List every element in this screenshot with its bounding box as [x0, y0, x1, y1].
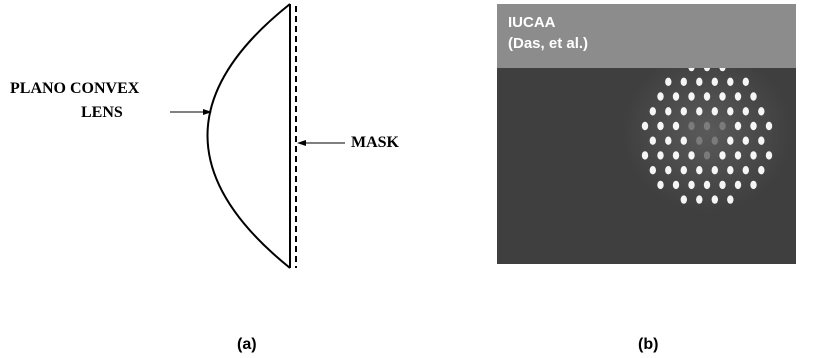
caption-b: (b) — [638, 336, 659, 353]
light-spot — [657, 151, 664, 160]
light-spot — [727, 195, 734, 204]
light-spot — [649, 166, 656, 175]
light-spot — [696, 107, 703, 116]
spot-glow — [622, 52, 792, 212]
light-spot — [672, 121, 680, 131]
light-spot — [680, 77, 687, 87]
photo-header-band — [497, 4, 796, 68]
light-spot — [711, 166, 718, 175]
light-spot — [696, 166, 703, 175]
light-spot — [672, 151, 680, 160]
mask-label: MASK — [351, 134, 399, 151]
light-spot — [711, 77, 718, 87]
light-spot — [657, 180, 664, 190]
light-spot — [703, 92, 711, 101]
light-spot — [672, 180, 680, 190]
light-spot — [711, 107, 718, 116]
light-spot — [758, 136, 765, 145]
light-spot — [719, 92, 726, 101]
light-spot — [688, 92, 695, 101]
light-spot — [696, 195, 703, 204]
light-spot — [719, 180, 726, 190]
lens-label-line1: PLANO CONVEX — [10, 80, 140, 97]
light-spot — [711, 195, 718, 204]
light-spot — [750, 151, 757, 160]
light-spot — [734, 151, 742, 160]
light-spot — [750, 180, 757, 190]
spot-pattern-image — [622, 52, 792, 212]
caption-a: (a) — [237, 336, 257, 353]
light-spot — [711, 136, 718, 145]
light-spot — [680, 136, 687, 145]
light-spot — [765, 121, 773, 131]
photo-credit: IUCAA (Das, et al.) — [508, 12, 588, 54]
light-spot — [750, 92, 757, 101]
light-spot — [688, 180, 695, 190]
light-spot — [657, 121, 664, 131]
lens-arrowhead — [203, 109, 212, 115]
light-spot — [727, 136, 734, 145]
lens-mask-diagram — [170, 3, 345, 269]
light-spot — [765, 151, 773, 160]
light-spot — [703, 121, 711, 131]
light-spot — [696, 77, 703, 87]
photo-credit-line1: IUCAA — [508, 14, 556, 31]
light-spot — [641, 121, 649, 131]
light-spot — [649, 136, 656, 145]
light-spot — [641, 151, 649, 160]
light-spot — [727, 107, 734, 116]
light-spot — [649, 107, 656, 116]
light-spot — [696, 136, 703, 145]
light-spot — [758, 107, 765, 116]
spot-grid — [641, 62, 773, 204]
light-spot — [680, 166, 687, 175]
light-spot — [734, 121, 742, 131]
spot-pattern-photo: IUCAA (Das, et al.) — [497, 4, 796, 264]
light-spot — [758, 166, 765, 175]
light-spot — [727, 77, 734, 87]
lens-convex-surface — [206, 3, 291, 269]
light-spot — [742, 166, 749, 175]
light-spot — [665, 107, 672, 116]
light-spot — [742, 136, 749, 145]
light-spot — [672, 92, 680, 101]
light-spot — [727, 166, 734, 175]
lens-label-line2: LENS — [81, 104, 123, 121]
light-spot — [665, 166, 672, 175]
light-spot — [719, 121, 726, 131]
light-spot — [665, 136, 672, 145]
light-spot — [742, 77, 749, 87]
light-spot — [680, 107, 687, 116]
light-spot — [742, 107, 749, 116]
photo-credit-line2: (Das, et al.) — [508, 35, 589, 52]
mask-arrowhead — [297, 140, 306, 146]
light-spot — [750, 121, 757, 131]
light-spot — [719, 151, 726, 160]
light-spot — [688, 121, 695, 131]
light-spot — [688, 151, 695, 160]
light-spot — [734, 180, 742, 190]
light-spot — [665, 77, 672, 87]
light-spot — [703, 151, 711, 160]
light-spot — [734, 92, 742, 101]
light-spot — [680, 195, 687, 204]
light-spot — [657, 92, 664, 101]
light-spot — [703, 180, 711, 190]
